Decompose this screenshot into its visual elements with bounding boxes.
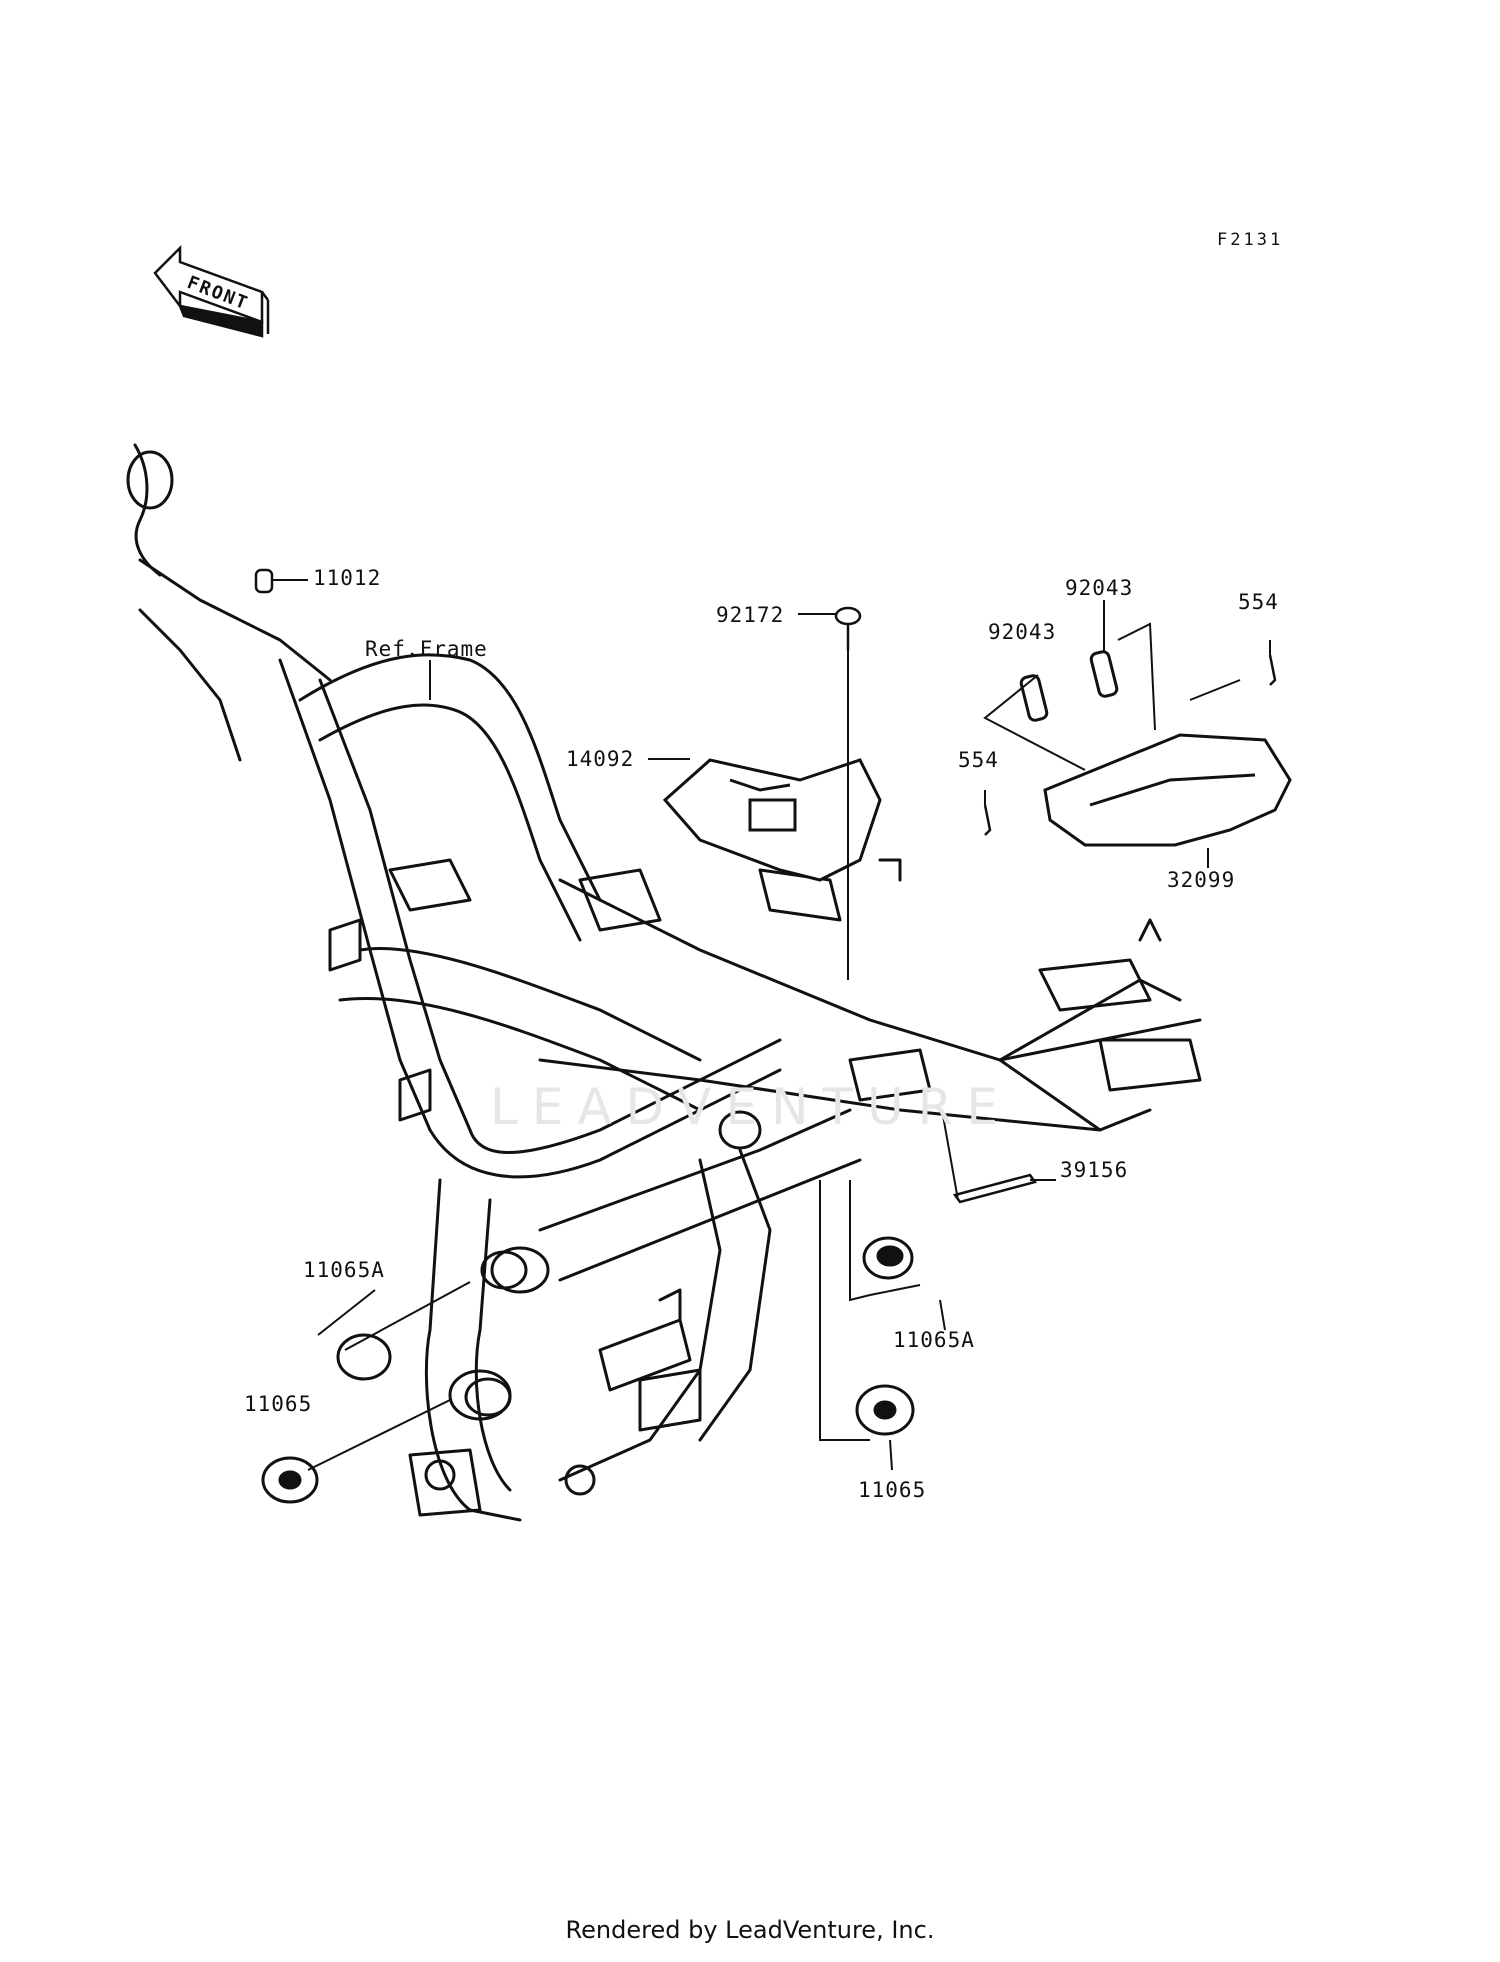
label-92172: 92172 xyxy=(716,603,785,627)
label-14092: 14092 xyxy=(566,747,635,771)
label-11065-left: 11065 xyxy=(244,1392,313,1416)
label-92043-top: 92043 xyxy=(1065,576,1134,600)
label-39156: 39156 xyxy=(1060,1158,1129,1182)
label-11065A-left: 11065A xyxy=(303,1258,385,1282)
part-14092-bracket xyxy=(662,758,882,882)
footer-credit: Rendered by LeadVenture, Inc. xyxy=(565,1916,935,1944)
caps-and-grommets xyxy=(261,1236,915,1504)
label-554-top: 554 xyxy=(1238,590,1279,614)
part-554-clips xyxy=(983,654,1277,836)
watermark: LEADVENTURE xyxy=(490,1078,1012,1136)
label-11065-right: 11065 xyxy=(858,1478,927,1502)
label-ref-frame: Ref.Frame xyxy=(365,637,488,661)
front-arrow-icon xyxy=(153,244,270,338)
part-39156-strip xyxy=(952,1173,1038,1204)
part-32099-cover xyxy=(1043,733,1292,847)
label-554-left: 554 xyxy=(958,748,999,772)
label-32099: 32099 xyxy=(1167,868,1236,892)
figure-code: F2131 xyxy=(1217,230,1284,250)
label-11012: 11012 xyxy=(313,566,382,590)
label-11065A-right: 11065A xyxy=(893,1328,975,1352)
frame-drawing xyxy=(126,443,1202,1522)
part-92172-bolt xyxy=(834,606,862,650)
leader-lines xyxy=(272,579,1271,1471)
label-92043-left: 92043 xyxy=(988,620,1057,644)
part-92043-pins xyxy=(1019,650,1119,722)
part-11012-pin xyxy=(254,568,274,594)
